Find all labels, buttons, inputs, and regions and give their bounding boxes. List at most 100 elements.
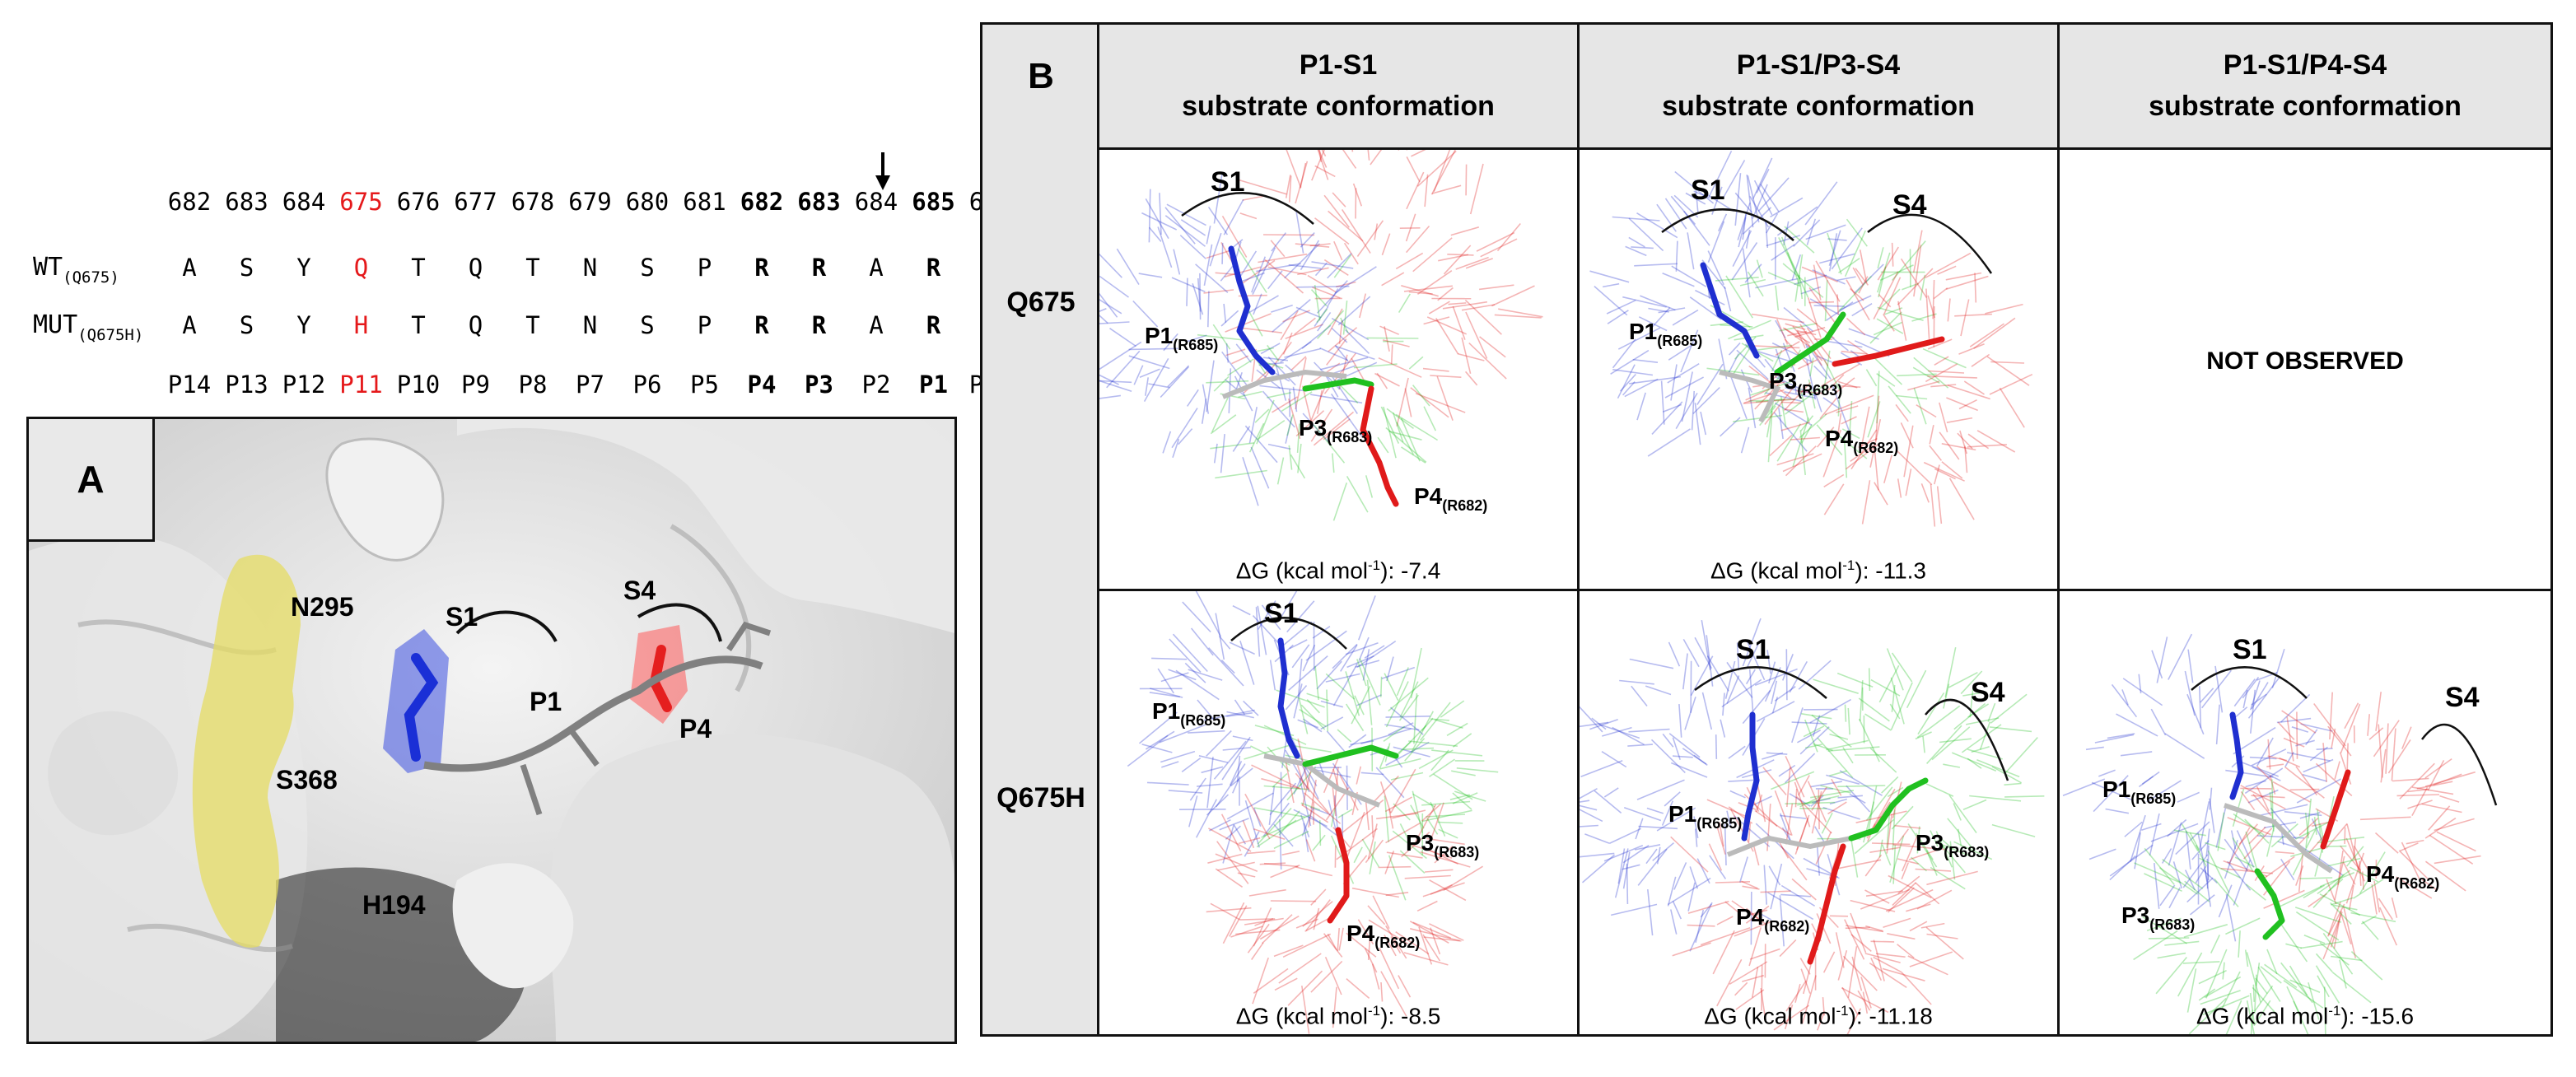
label-p3-r683: P3(R683)	[1406, 830, 1480, 860]
ensemble-trace	[2263, 889, 2305, 909]
ensemble-trace	[1816, 424, 1843, 456]
ensemble-trace	[1160, 750, 1196, 763]
ensemble-trace	[1286, 600, 1315, 633]
delta-g-value: ΔG (kcal mol-1): -8.5	[1235, 1002, 1441, 1028]
ensemble-trace	[1731, 900, 1768, 926]
ensemble-trace	[1312, 287, 1341, 299]
ensemble-trace	[1882, 967, 1925, 981]
ensemble-trace	[2392, 777, 2429, 782]
ensemble-trace	[1662, 403, 1682, 413]
ensemble-trace	[1760, 987, 1766, 1016]
ensemble-trace	[1700, 926, 1751, 946]
numbers-cell: 682	[740, 188, 784, 216]
representative-residue	[1277, 637, 1300, 759]
ensemble-trace	[1302, 901, 1333, 927]
ensemble-trace	[2222, 962, 2225, 980]
ensemble-trace	[1865, 786, 1893, 821]
ensemble-trace	[2374, 832, 2399, 854]
label-s1: S1	[446, 602, 478, 632]
ensemble-trace	[1784, 226, 1815, 254]
ensemble-trace	[1594, 285, 1628, 316]
ensemble-trace	[1854, 818, 1895, 855]
ensemble-trace	[1213, 375, 1230, 392]
ensemble-trace	[2278, 920, 2308, 963]
ensemble-trace	[1889, 835, 1905, 883]
ensemble-trace	[1784, 1004, 1794, 1030]
ensemble-trace	[1455, 256, 1489, 270]
ensemble-trace	[1225, 348, 1246, 357]
ensemble-trace	[1647, 889, 1654, 936]
ensemble-trace	[1390, 936, 1402, 954]
ensemble-trace	[1253, 807, 1262, 827]
ensemble-trace	[1716, 958, 1743, 1007]
ensemble-trace	[1708, 843, 1723, 871]
ensemble-trace	[1987, 702, 1996, 722]
ensemble-trace	[2109, 855, 2136, 881]
ensemble-trace	[1766, 235, 1801, 247]
ensemble-trace	[2234, 856, 2255, 868]
ensemble-trace	[1190, 627, 1214, 656]
ensemble-trace	[1413, 692, 1418, 744]
label-p3-r683: P3(R683)	[1916, 830, 1990, 860]
ensemble-trace	[1452, 733, 1472, 748]
ensemble-trace	[1239, 918, 1276, 921]
ensemble-trace	[1186, 277, 1188, 306]
ensemble-trace	[1926, 870, 1978, 886]
ensemble-trace	[1232, 735, 1253, 742]
ensemble-trace	[1824, 280, 1828, 322]
ensemble-trace	[2251, 748, 2287, 767]
ensemble-trace	[1785, 753, 1816, 784]
ensemble-trace	[1323, 259, 1349, 276]
ensemble-trace	[1870, 788, 1896, 832]
ensemble-trace	[1628, 217, 1664, 252]
ensemble-trace	[1212, 324, 1231, 350]
ensemble-trace	[2359, 816, 2411, 821]
ensemble-trace	[1823, 359, 1843, 395]
mut-cell: R	[926, 311, 941, 339]
ensemble-trace	[1907, 380, 1940, 391]
ensemble-trace	[1947, 818, 1974, 850]
ensemble-trace	[1806, 360, 1817, 400]
ensemble-trace	[1808, 301, 1835, 304]
ensemble-trace	[1755, 277, 1799, 289]
ensemble-trace	[1756, 911, 1772, 921]
ensemble-trace	[2225, 917, 2261, 935]
ensemble-trace	[1386, 408, 1414, 430]
ensemble-trace	[1305, 630, 1347, 661]
ensemble-trace	[1776, 423, 1802, 462]
ensemble-trace	[2205, 949, 2228, 999]
ensemble-trace	[1377, 436, 1389, 454]
ensemble-trace	[2281, 710, 2317, 734]
ensemble-trace	[1841, 428, 1860, 440]
ensemble-trace	[1410, 928, 1462, 942]
ensemble-trace	[1276, 457, 1285, 485]
ensemble-trace	[1317, 311, 1332, 332]
ensemble-trace	[1457, 352, 1485, 361]
ensemble-trace	[1333, 254, 1352, 278]
ensemble-trace	[1273, 830, 1309, 850]
ensemble-trace	[1930, 484, 1936, 527]
ensemble-trace	[2378, 898, 2393, 921]
ensemble-trace	[1379, 781, 1392, 814]
ensemble-trace	[1687, 232, 1695, 270]
ensemble-trace	[1226, 711, 1254, 719]
ensemble-trace	[1464, 371, 1478, 386]
binding-site-arc	[1694, 666, 1827, 699]
ensemble-trace	[1106, 350, 1141, 389]
ensemble-trace	[1754, 809, 1792, 836]
ensemble-trace	[1742, 974, 1765, 982]
label-p4-r682: P4(R682)	[1414, 483, 1488, 514]
ensemble-trace	[1934, 468, 1956, 480]
ensemble-trace	[1667, 876, 1677, 907]
ensemble-trace	[1356, 220, 1384, 257]
ensemble-trace	[1280, 772, 1282, 818]
ensemble-trace	[1224, 266, 1262, 277]
row-label-q675h: Q675H	[996, 782, 1085, 814]
ensemble-trace	[1282, 933, 1332, 958]
ensemble-trace	[1356, 694, 1382, 706]
ensemble-trace	[1720, 417, 1741, 437]
ensemble-trace	[1925, 926, 1964, 960]
ensemble-trace	[1927, 375, 1977, 379]
ensemble-trace	[2326, 902, 2341, 937]
ensemble-trace	[1850, 429, 1878, 470]
